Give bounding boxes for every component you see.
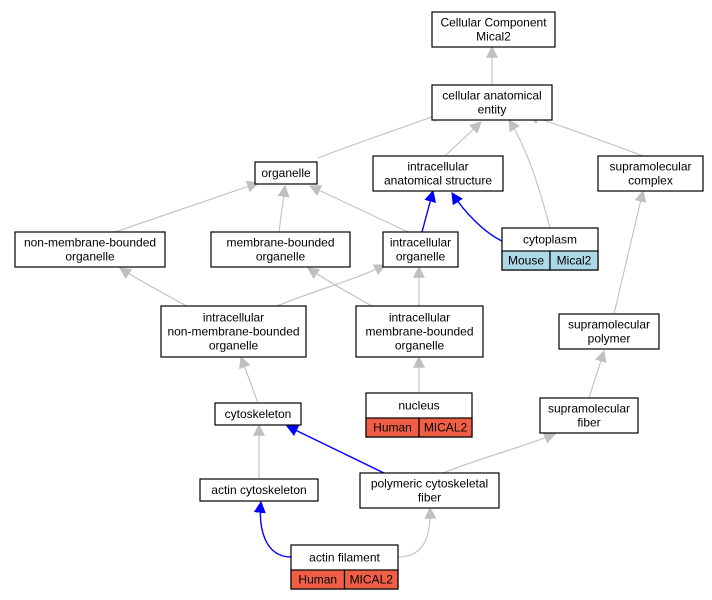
node-label: nucleus (398, 399, 439, 413)
node-label: actin cytoskeleton (211, 483, 306, 497)
node-box (199, 478, 319, 502)
edge-intracellular-nmb-organelle-to-non-membrane-bounded-organelle (119, 267, 191, 309)
edge-cytoskeleton-to-intracellular-nmb-organelle (239, 355, 259, 404)
node-cytoskeleton[interactable]: cytoskeleton (214, 402, 302, 426)
edge-intracellular-organelle-to-organelle (308, 185, 409, 233)
node-label: non-membrane-bounded (167, 325, 299, 339)
node-label: polymeric cytoskeletal (371, 477, 488, 491)
node-cell-bg (418, 417, 473, 438)
edge-non-membrane-bounded-organelle-to-organelle (114, 180, 260, 233)
node-label: Mical2 (476, 30, 511, 44)
node-label: Cellular Component (440, 16, 547, 30)
node-label: supramolecular (548, 402, 630, 416)
node-label: organelle (256, 250, 306, 264)
node-label: organelle (261, 166, 311, 180)
edge-supramolecular-fiber-to-supramolecular-polymer (588, 349, 607, 399)
node-label: polymer (588, 332, 631, 346)
node-box (558, 313, 660, 350)
node-label: actin filament (309, 551, 380, 565)
node-cell-bg (549, 250, 599, 271)
edge-intracellular-organelle-to-intracellular-anatomical-structure (421, 189, 436, 233)
node-cell-label: Human (373, 421, 412, 435)
node-label: entity (478, 103, 507, 117)
node-box (254, 161, 318, 185)
edge-actin-filament-to-polymeric-cytoskeletal-fiber (397, 506, 437, 558)
node-label: fiber (418, 491, 441, 505)
node-box (431, 84, 553, 121)
node-cytoplasm[interactable]: Mouse Mical2 cytoplasm (501, 227, 599, 271)
node-box (431, 11, 556, 48)
edge-actin-filament-to-actin-cytoskeleton (253, 500, 292, 558)
node-cell-label: Mouse (508, 254, 544, 268)
node-label: organelle (396, 250, 446, 264)
node-box (214, 402, 302, 426)
edge-membrane-bounded-organelle-to-organelle (277, 184, 290, 233)
node-box (539, 397, 639, 434)
edge-supramolecular-complex-to-cellular-anatomical-entity (526, 112, 644, 157)
node-actin-cytoskeleton[interactable]: actin cytoskeleton (199, 478, 319, 502)
node-label: cellular anatomical (442, 89, 541, 103)
node-box (372, 155, 504, 192)
node-label: complex (628, 174, 673, 188)
node-label: fiber (577, 416, 600, 430)
node-label: organelle (65, 250, 115, 264)
node-label: supramolecular (568, 318, 650, 332)
edge-organelle-to-cellular-anatomical-entity (317, 111, 445, 159)
node-cell-label: Mical2 (557, 254, 592, 268)
node-label: intracellular (390, 236, 451, 250)
node-label: intracellular (203, 311, 264, 325)
edge-polymeric-cytoskeletal-fiber-to-cytoskeleton (285, 425, 389, 476)
node-label: organelle (209, 339, 259, 353)
node-cell-bg (343, 569, 399, 590)
node-box (160, 305, 307, 358)
edge-intracellular-nmb-organelle-to-intracellular-organelle (271, 264, 387, 309)
node-label: supramolecular (609, 160, 691, 174)
node-label: intracellular (389, 311, 450, 325)
node-box (210, 231, 351, 268)
node-box (597, 155, 704, 192)
node-label: membrane-bounded (365, 325, 473, 339)
edge-intracellular-mb-organelle-to-membrane-bounded-organelle (307, 267, 376, 309)
edge-cytoplasm-to-cellular-anatomical-entity (508, 118, 551, 229)
node-label: organelle (395, 339, 445, 353)
edge-cytoplasm-to-intracellular-anatomical-structure (451, 191, 503, 242)
node-label: anatomical structure (384, 174, 492, 188)
edges-layer (114, 45, 647, 558)
edge-supramolecular-polymer-to-supramolecular-complex (613, 189, 647, 315)
node-nucleus[interactable]: Human MICAL2 nucleus (365, 392, 473, 438)
node-actin-filament[interactable]: Human MICAL2 actin filament (290, 544, 399, 590)
node-box (14, 231, 166, 268)
node-box (355, 305, 484, 358)
node-box (382, 231, 459, 268)
node-label: non-membrane-bounded (24, 236, 156, 250)
node-box (359, 472, 500, 509)
node-organelle[interactable]: organelle (254, 161, 318, 185)
node-cell-label: MICAL2 (350, 573, 394, 587)
node-label: cytoskeleton (225, 407, 292, 421)
node-cell-label: MICAL2 (424, 421, 468, 435)
node-intracellular-nmb-organelle[interactable]: intracellularnon-membrane-boundedorganel… (160, 305, 307, 358)
node-label: membrane-bounded (226, 236, 334, 250)
edge-intracellular-anatomical-structure-to-cellular-anatomical-entity (444, 121, 482, 157)
node-label: intracellular (407, 160, 468, 174)
node-label: cytoplasm (523, 233, 577, 247)
edge-polymeric-cytoskeletal-fiber-to-supramolecular-fiber (442, 432, 557, 474)
node-cell-label: Human (298, 573, 337, 587)
